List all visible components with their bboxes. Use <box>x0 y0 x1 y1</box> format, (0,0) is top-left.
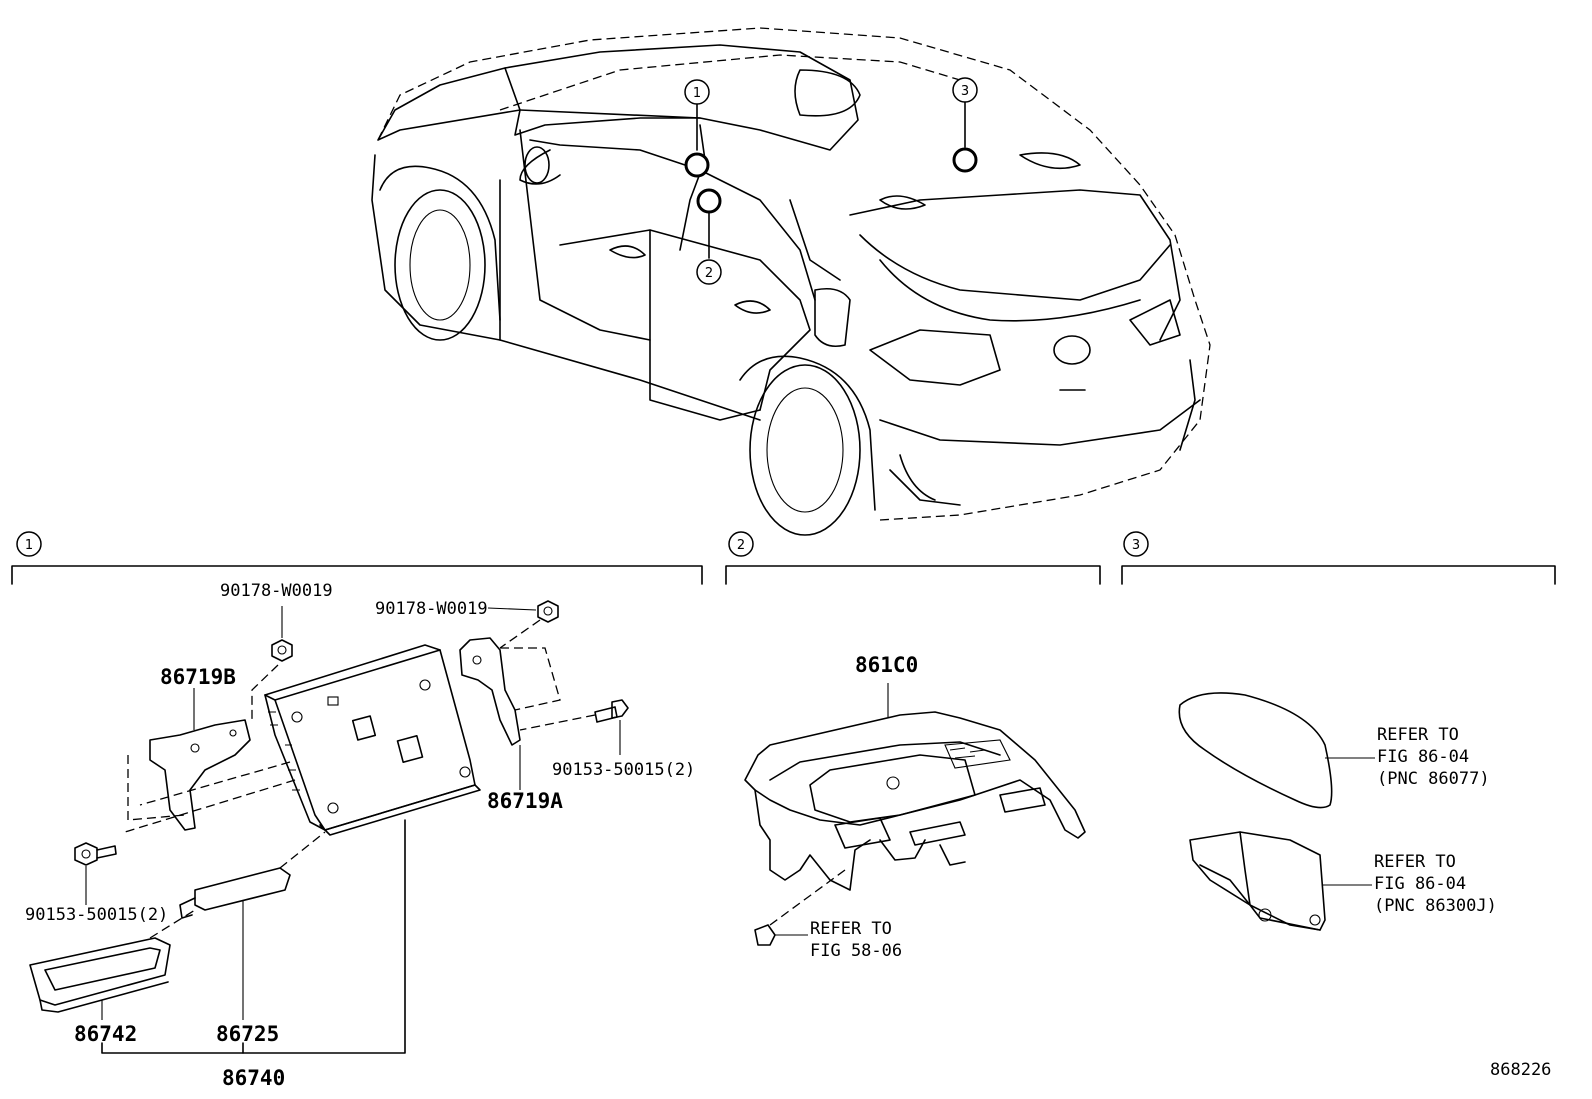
antenna-assembly-drawing <box>1189 831 1372 931</box>
antenna-drawing <box>179 831 326 1020</box>
clip-drawing <box>754 869 846 946</box>
callout-1-label: 1 <box>693 86 701 101</box>
overhead-panel-drawing <box>744 683 1086 891</box>
cover-drawing <box>29 909 196 1020</box>
bracket-left-drawing <box>127 688 251 831</box>
section-3-parts: REFER TO FIG 86-04 (PNC 86077) REFER TO … <box>1178 692 1497 931</box>
antenna-cover-refer-1: REFER TO <box>1377 725 1459 745</box>
nut-right-drawing <box>487 600 559 649</box>
vehicle-overview-drawing: 1 2 3 <box>371 27 1211 536</box>
section-3-header: 3 <box>1121 531 1556 585</box>
bracket-right-drawing <box>459 637 561 790</box>
antenna-assembly-refer-2: FIG 86-04 <box>1374 874 1466 894</box>
bolt-right-label: 90153-50015(2) <box>552 760 695 780</box>
section-1-callout: 1 <box>25 538 33 553</box>
nut-right-label: 90178-W0019 <box>375 599 488 619</box>
section-2-callout: 2 <box>737 538 745 553</box>
front-wheel <box>379 165 501 341</box>
section-1-parts: 90178-W0019 90178-W0019 86719B <box>25 581 695 1090</box>
location-marker-1: 1 <box>684 79 710 178</box>
clip-refer-line-1: REFER TO <box>810 919 892 939</box>
bracket-left-label: 86719B <box>160 665 236 689</box>
assembly-bracket-line <box>101 819 406 1054</box>
bracket-right-label: 86719A <box>487 789 563 813</box>
cover-label: 86742 <box>74 1022 137 1046</box>
antenna-assembly-refer-3: (PNC 86300J) <box>1374 896 1497 916</box>
section-1-header: 1 <box>11 531 703 585</box>
bolt-right-drawing <box>519 699 629 755</box>
antenna-assembly-refer-1: REFER TO <box>1374 852 1456 872</box>
antenna-cover-refer-2: FIG 86-04 <box>1377 747 1469 767</box>
nut-left-label: 90178-W0019 <box>220 581 333 601</box>
rear-wheel <box>739 355 876 536</box>
overhead-panel-label: 861C0 <box>855 653 918 677</box>
figure-number: 868226 <box>1490 1060 1551 1080</box>
antenna-label: 86725 <box>216 1022 279 1046</box>
callout-3-label: 3 <box>961 84 969 99</box>
assembly-label: 86740 <box>222 1066 285 1090</box>
bolt-left-label: 90153-50015(2) <box>25 905 168 925</box>
location-marker-2: 2 <box>696 188 722 285</box>
location-marker-3: 3 <box>952 77 978 173</box>
callout-2-label: 2 <box>705 266 713 281</box>
nut-left-drawing <box>251 606 293 720</box>
bolt-left-drawing <box>74 842 117 905</box>
section-3-callout: 3 <box>1132 538 1140 553</box>
antenna-cover-drawing <box>1178 692 1375 809</box>
tcu-module-drawing <box>124 644 481 836</box>
antenna-cover-refer-3: (PNC 86077) <box>1377 769 1490 789</box>
section-2-parts: 861C0 REFER TO FIG 58-06 <box>744 653 1086 961</box>
section-2-header: 2 <box>725 531 1101 585</box>
clip-refer-line-2: FIG 58-06 <box>810 941 902 961</box>
